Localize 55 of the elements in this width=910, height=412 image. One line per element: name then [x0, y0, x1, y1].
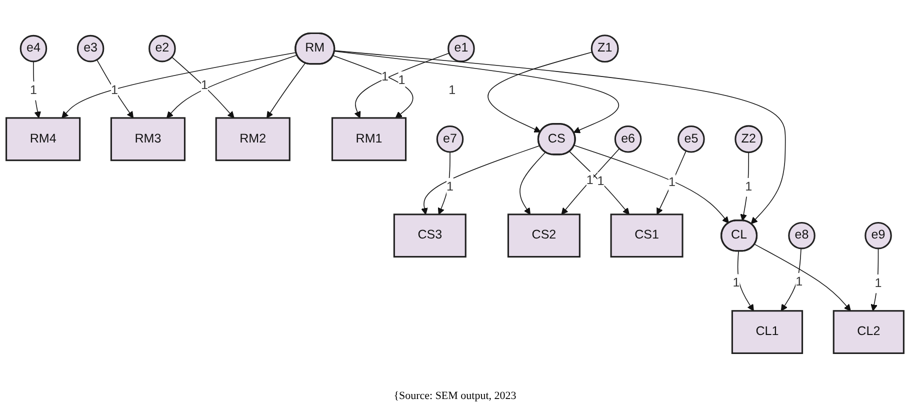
edge-label: 1: [200, 78, 208, 92]
edge-label: 1: [796, 274, 803, 288]
arrow: [569, 150, 630, 214]
node-circle: e1: [448, 34, 475, 62]
edge-label: 1: [668, 176, 676, 189]
arrow: [656, 150, 686, 214]
arrow: [171, 56, 234, 118]
node-circle: e9: [864, 222, 892, 249]
arrow: [62, 52, 297, 118]
node-box: RM2: [215, 116, 290, 161]
edge-label: 1: [745, 180, 752, 194]
node-box: CL2: [832, 310, 904, 354]
edge-label: 1: [597, 174, 604, 188]
node-circle: e6: [614, 125, 642, 153]
arrow: [574, 144, 730, 224]
arrow: [354, 52, 450, 118]
arrow: [334, 50, 786, 224]
node-box: CS1: [610, 213, 684, 258]
edge-label: 1: [874, 276, 882, 290]
edge-label: 1: [382, 70, 388, 84]
arrow: [737, 250, 754, 311]
arrow: [166, 54, 298, 118]
node-circle: Z1: [590, 34, 619, 62]
arrow: [754, 244, 851, 311]
arrow: [334, 50, 619, 133]
node-box: CS3: [393, 213, 466, 258]
edge-label: 1: [732, 276, 740, 290]
arrow: [332, 54, 414, 118]
node-circle: Z2: [734, 124, 763, 153]
node-circle: e2: [148, 34, 176, 62]
arrow: [488, 51, 593, 132]
edge-label: 1: [586, 174, 594, 188]
node-box: RM3: [110, 116, 186, 161]
edge-label: 1: [110, 84, 118, 97]
node-box: CL1: [731, 310, 804, 354]
arrow: [780, 248, 802, 311]
node-box: RM1: [331, 116, 407, 161]
node-circle: e7: [436, 125, 464, 153]
arrow: [520, 152, 546, 214]
node-circle: e8: [788, 222, 816, 249]
arrow: [740, 152, 750, 221]
arrow: [870, 248, 879, 311]
edge-label: 1: [446, 180, 454, 194]
edge-label: 1: [398, 73, 406, 87]
node-circle: e5: [678, 125, 705, 153]
edge-label: 1: [448, 84, 456, 97]
caption: {Source: SEM output, 2023: [392, 390, 518, 402]
node-box: RM4: [6, 116, 81, 161]
arrow: [96, 59, 134, 118]
arrow: [561, 148, 620, 214]
arrow: [266, 62, 306, 118]
node-box: CS2: [507, 213, 580, 258]
node-circle: e4: [20, 34, 48, 62]
node-circle: e3: [76, 34, 104, 62]
edge-label: 1: [30, 84, 37, 97]
